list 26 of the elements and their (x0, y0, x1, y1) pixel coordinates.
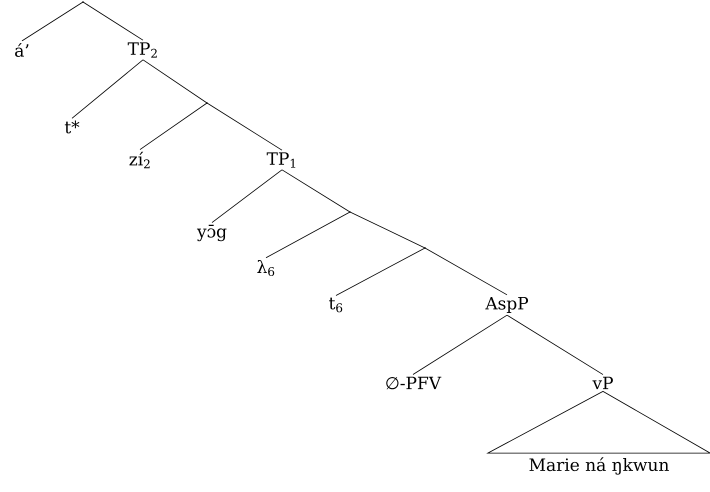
branch-line (336, 248, 426, 296)
branch-line (424, 248, 508, 296)
branch-line (140, 102, 208, 150)
tree-label: zí$_{2}$ (129, 152, 150, 168)
tree-label: AspP (485, 297, 528, 313)
tree-label: vP (592, 376, 613, 390)
branch-line (72, 59, 144, 119)
branch-line (212, 169, 282, 223)
branch-line (22, 2, 84, 42)
branch-line (506, 314, 604, 375)
terminal-string: Marie ná ŋkwun (529, 457, 669, 475)
branch-line (266, 212, 350, 258)
branch-line (412, 314, 508, 375)
tree-label: t* (64, 120, 80, 134)
tree-label: TP$_{2}$ (128, 42, 157, 58)
branch-line (142, 59, 208, 104)
branch-line (206, 102, 282, 151)
tree-label: ∅-PFV (386, 376, 442, 390)
branch-line (82, 2, 144, 41)
tree-label: yɔ̄g (196, 224, 226, 242)
tree-label: á’ (15, 43, 28, 57)
branch-line (350, 212, 426, 248)
tree-label: λ$_{6}$ (257, 260, 274, 276)
tree-label: t$_{6}$ (329, 298, 342, 312)
branch-line (282, 169, 350, 212)
tree-label: TP$_{1}$ (266, 152, 296, 168)
